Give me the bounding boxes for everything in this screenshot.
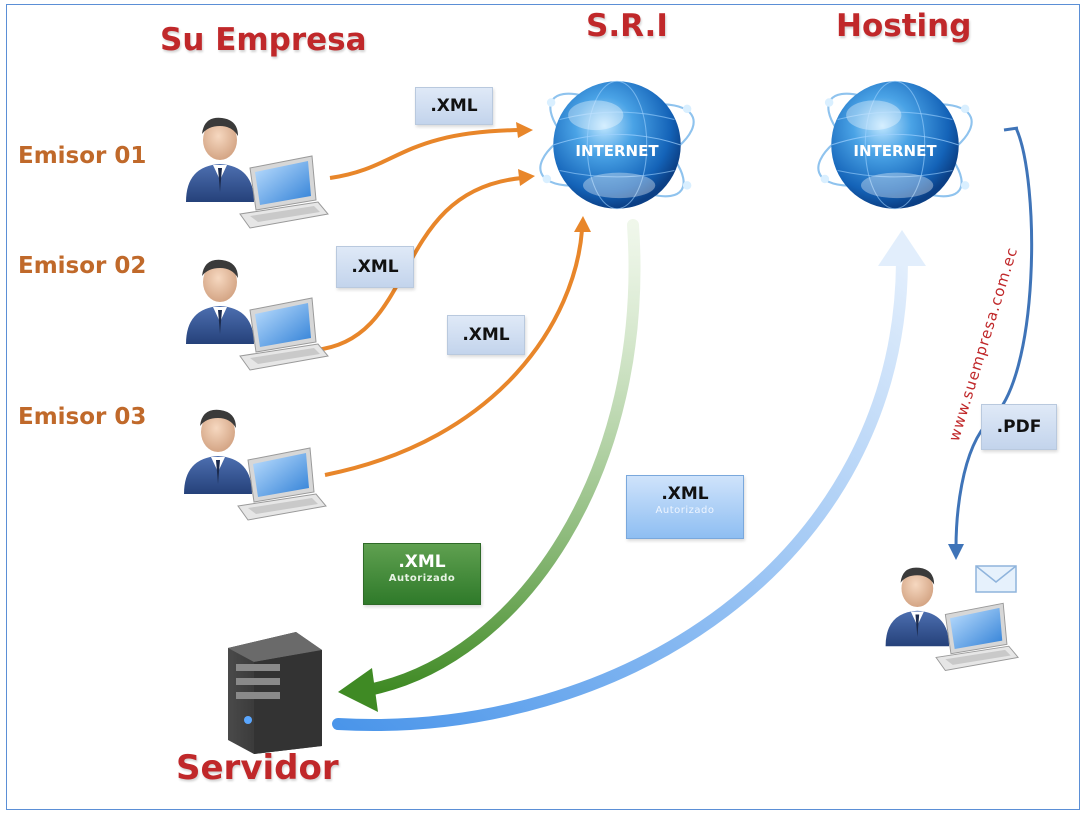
arrow-emisor01-to-sri [329, 122, 533, 180]
arrow-sri-to-server [338, 219, 641, 712]
hosting-globe-icon: INTERNET [810, 74, 980, 216]
xml-signed-tag-sub: Autorizado [655, 505, 715, 516]
emisor02-user-laptop-icon [185, 259, 329, 371]
hosting-header: Hosting [836, 8, 972, 44]
xml-authorized-tag: .XML Autorizado [363, 543, 481, 605]
arrow-hosting-to-client [948, 126, 1034, 560]
xml-tag-1: .XML [415, 87, 493, 125]
diagram-frame [6, 4, 1080, 810]
envelope-icon [975, 565, 1017, 593]
company-header: Su Empresa [160, 22, 367, 58]
emisor01-user-laptop-icon [185, 117, 329, 229]
emisor02-label: Emisor 02 [18, 253, 147, 279]
xml-authorized-tag-main: .XML [398, 552, 446, 572]
xml-tag-2: .XML [336, 246, 414, 288]
xml-signed-tag: .XML Autorizado [626, 475, 744, 539]
hosting-globe-label: INTERNET [853, 142, 937, 160]
emisor01-label: Emisor 01 [18, 143, 147, 169]
xml-authorized-tag-sub: Autorizado [388, 573, 456, 584]
sri-globe-icon: INTERNET [532, 74, 702, 216]
emisor03-user-laptop-icon [183, 409, 327, 521]
sri-header: S.R.I [586, 8, 668, 44]
xml-signed-tag-main: .XML [661, 484, 709, 504]
emisor03-label: Emisor 03 [18, 404, 147, 430]
pdf-tag: .PDF [981, 404, 1057, 450]
sri-globe-label: INTERNET [575, 142, 659, 160]
arrow-server-to-hosting [332, 230, 926, 731]
server-label: Servidor [176, 748, 339, 788]
xml-tag-3: .XML [447, 315, 525, 355]
arrow-emisor03-to-sri [324, 216, 591, 477]
server-icon [228, 632, 322, 754]
